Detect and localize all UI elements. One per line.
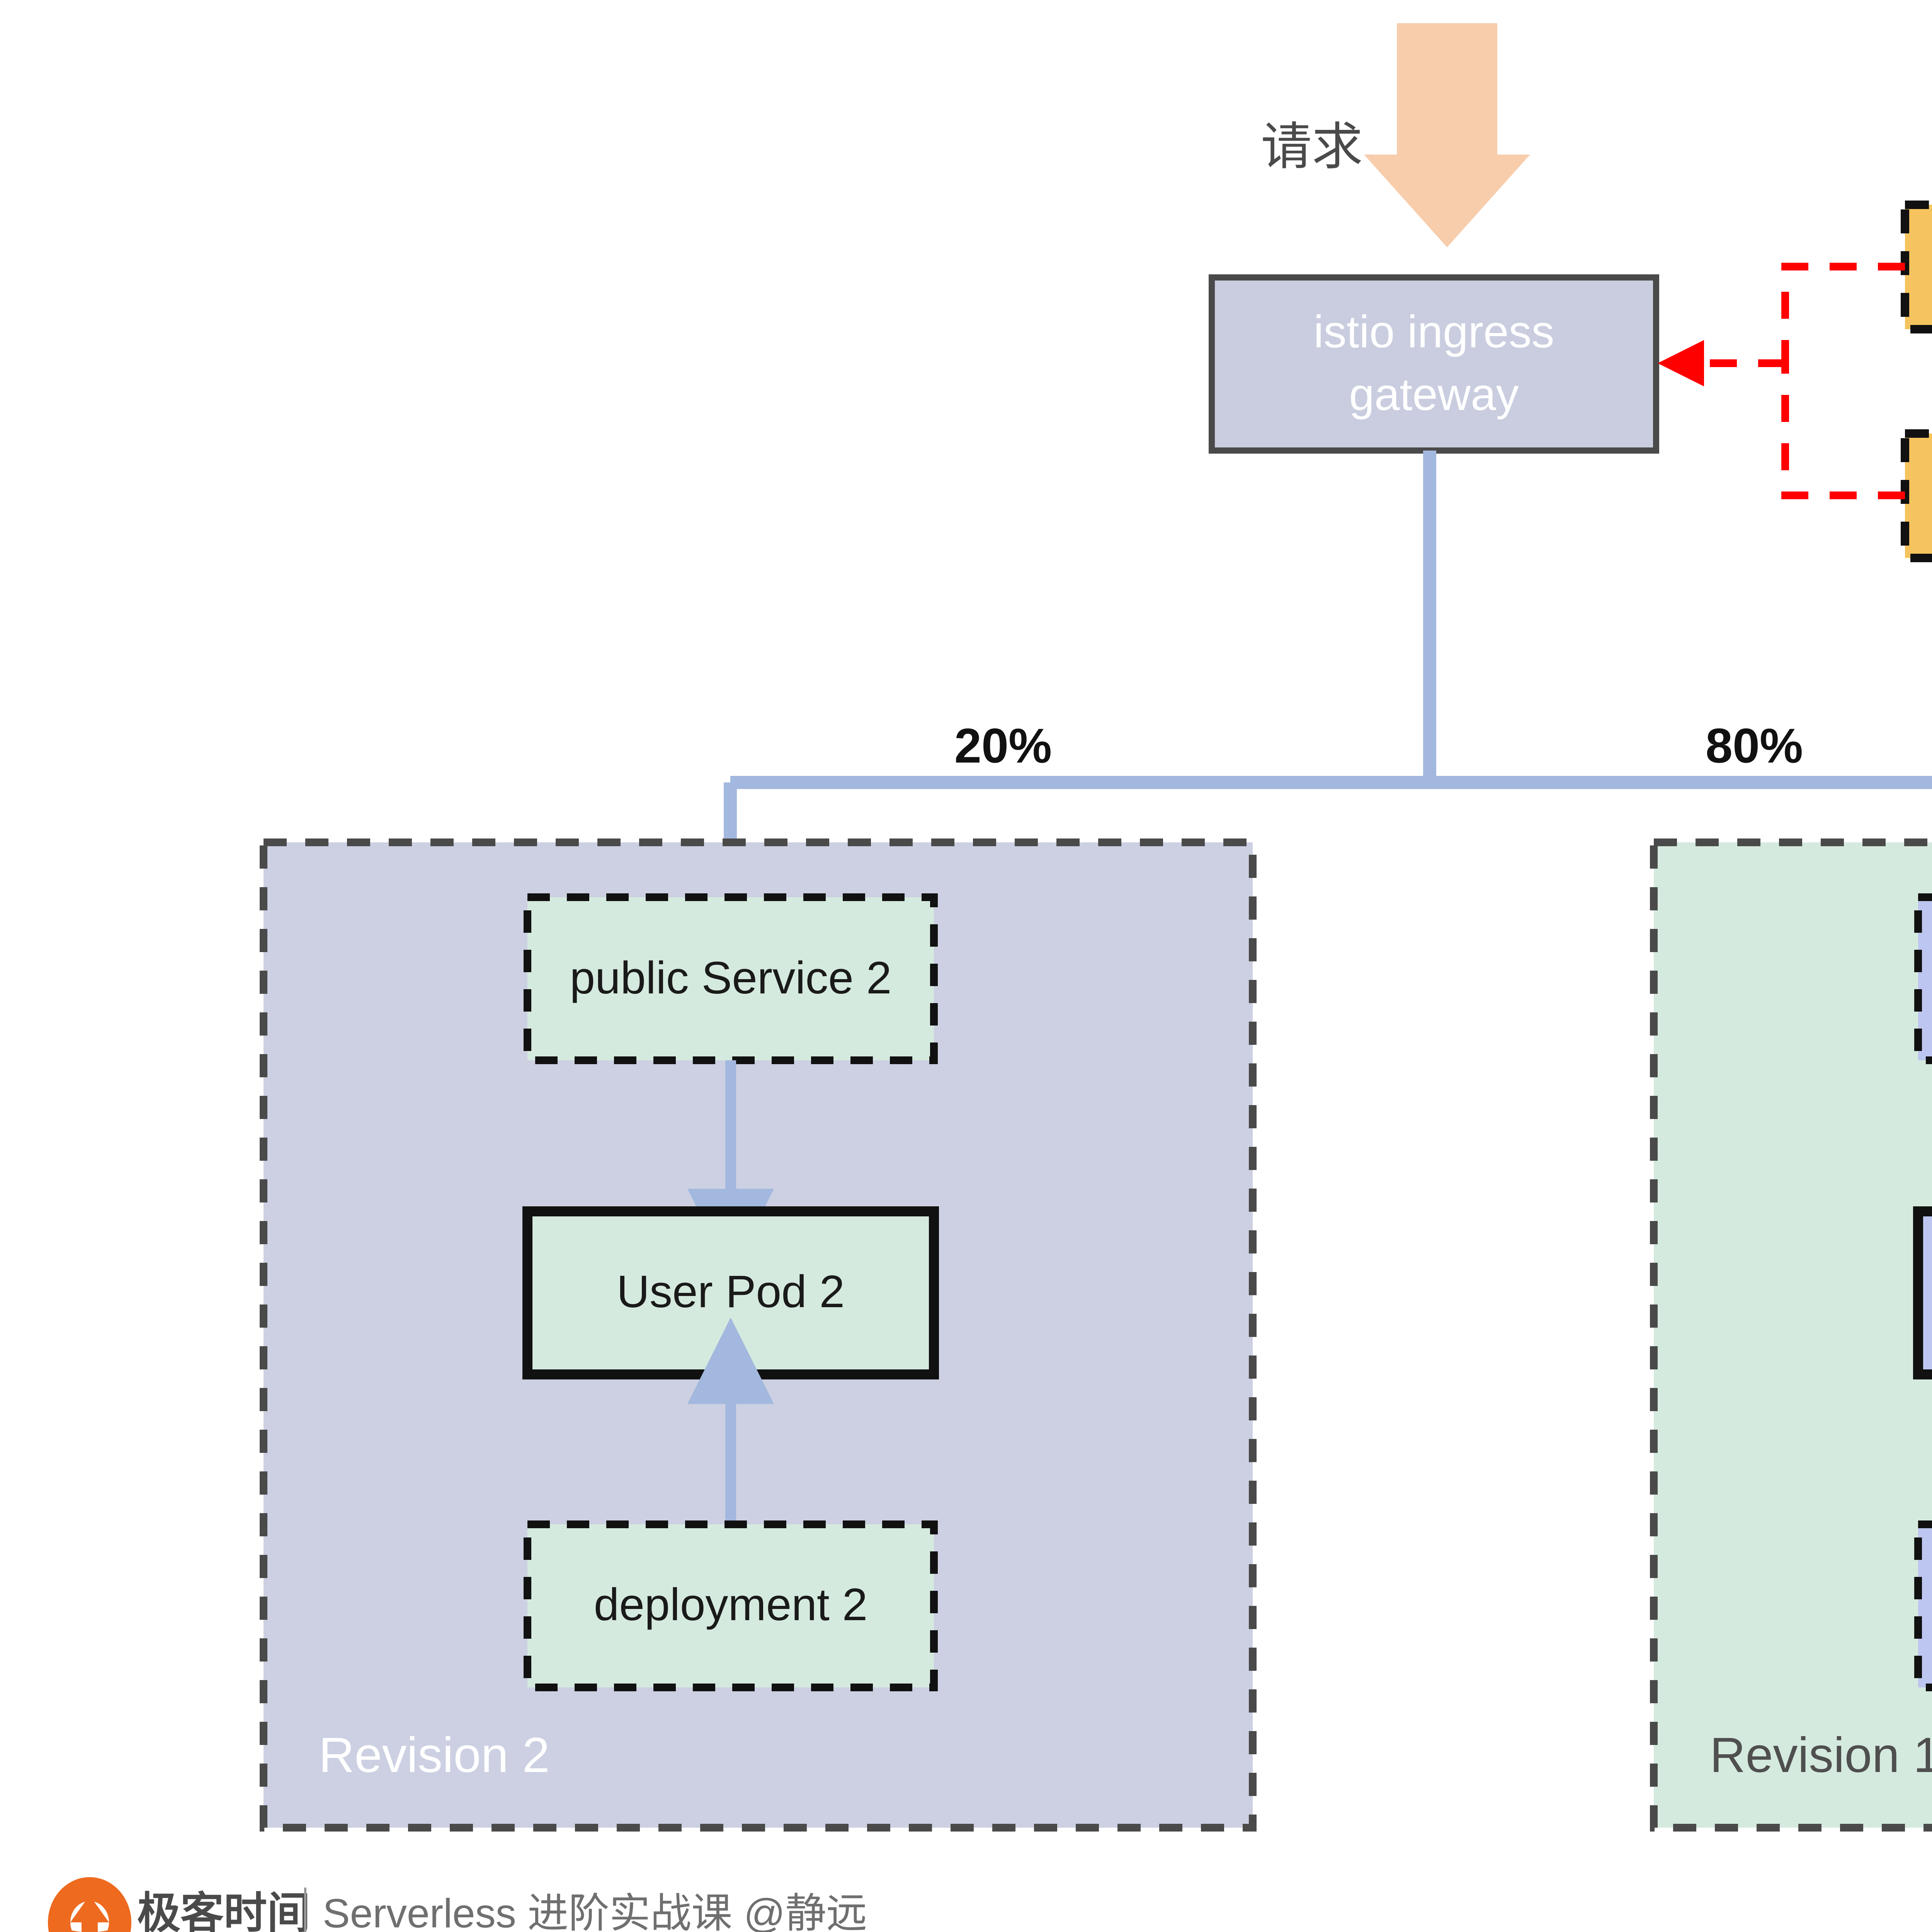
revision-1-user-pod-node[interactable]: User Pod 2 — [1913, 1206, 1932, 1379]
istio-ingress-gateway-box[interactable]: istio ingress gateway — [1209, 274, 1659, 454]
revision-2-public-service-label: public Service 2 — [570, 952, 892, 1003]
revision-1-public-service-node[interactable]: public Service 1 — [1914, 893, 1932, 1064]
request-arrow-icon — [1364, 23, 1530, 247]
geekbang-logo-icon — [48, 1877, 131, 1932]
gateway-rect[interactable] — [1901, 429, 1932, 562]
virtual-service-rect[interactable] — [1901, 201, 1932, 333]
revision-1-public-service-rect[interactable] — [1914, 893, 1932, 1064]
revision-1-deployment-rect[interactable] — [1914, 1520, 1932, 1691]
traffic-split-connector — [678, 451, 1932, 982]
footer-course-label: Serverless 进阶实战课 @静远 — [323, 1891, 867, 1932]
revision-1-panel-rect[interactable] — [1650, 838, 1932, 1832]
istio-ingress-gateway-label-line1: istio ingress — [1313, 306, 1554, 357]
revision-1-panel[interactable]: public Service 1 User Pod 2 deployment 1… — [1650, 838, 1932, 1832]
revision-2-title: Revision 2 — [319, 1728, 550, 1783]
revision-2-user-pod-label: User Pod 2 — [617, 1266, 845, 1317]
gateway-box[interactable]: Gateway — [1901, 429, 1932, 562]
footer-brand-label: 极客时间 — [137, 1889, 310, 1932]
revision-2-public-service-node[interactable]: public Service 2 — [524, 893, 938, 1064]
revision-1-deployment-node[interactable]: deployment 1 — [1914, 1520, 1932, 1691]
traffic-percent-right: 80% — [1706, 718, 1803, 773]
traffic-percent-left: 20% — [954, 718, 1052, 773]
istio-ingress-gateway-label-line2: gateway — [1349, 369, 1519, 420]
istio-ingress-gateway-rect[interactable] — [1209, 274, 1659, 454]
revision-2-user-pod-node[interactable]: User Pod 2 — [522, 1206, 939, 1379]
config-link-connector — [1658, 263, 1905, 499]
revision-2-deployment-rect[interactable] — [524, 1520, 938, 1691]
virtual-service-box[interactable]: Virtual Service — [1901, 201, 1932, 333]
revision-2-deployment-label: deployment 2 — [594, 1579, 867, 1630]
revision-2-public-service-rect[interactable] — [524, 893, 938, 1064]
revision-2-panel[interactable]: public Service 2 User Pod 2 deployment 2… — [260, 838, 1257, 1832]
revision-1-title: Revision 1 — [1710, 1728, 1932, 1783]
footer-watermark: 极客时间 Serverless 进阶实战课 @静远 — [48, 1877, 867, 1932]
revision-1-user-pod-rect[interactable] — [1913, 1206, 1932, 1379]
request-label: 请求 — [1261, 118, 1363, 175]
revision-2-deployment-node[interactable]: deployment 2 — [524, 1520, 938, 1691]
